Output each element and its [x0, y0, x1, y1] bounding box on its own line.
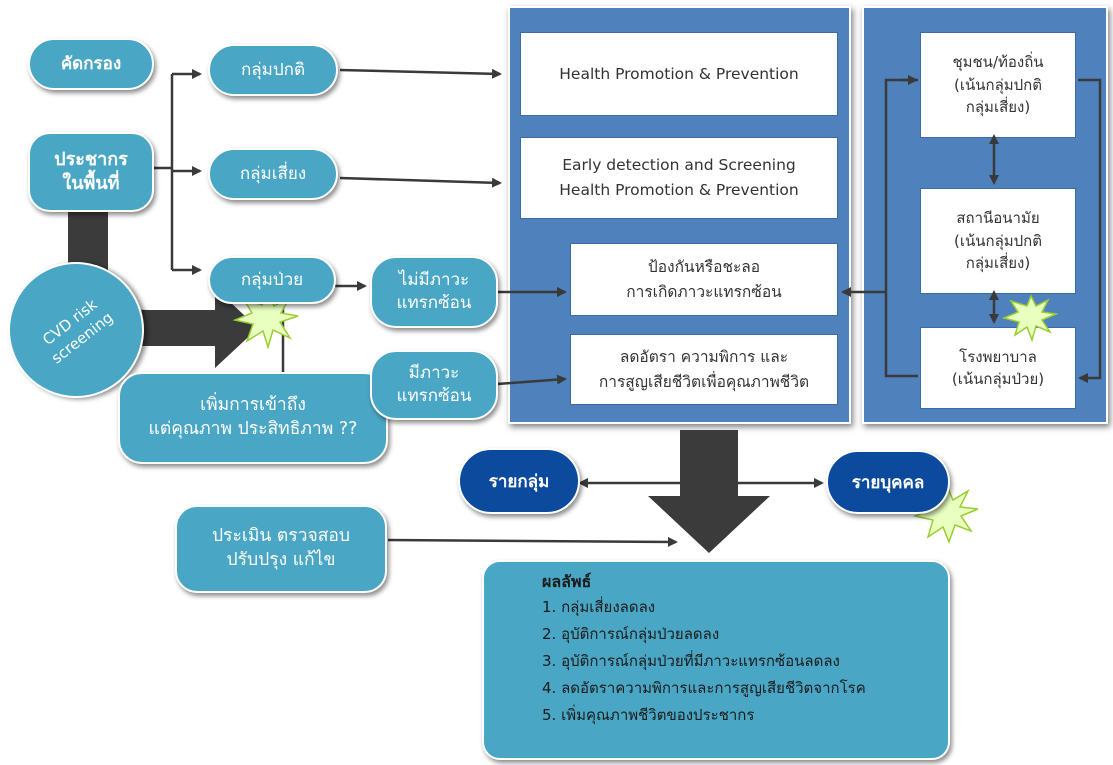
normal-group-pill: กลุ่มปกติ [208, 44, 338, 96]
settings-left-loop [884, 78, 918, 378]
community-box: ชุมชน/ท้องถิ่น (เน้นกลุ่มปกติ กลุ่มเสี่ย… [920, 32, 1076, 138]
health-promotion-box: Health Promotion & Prevention [520, 32, 838, 116]
normal-to-promotion-arrow [339, 68, 502, 79]
outcome-item: 1. กลุ่มเสี่ยงลดลง [542, 598, 656, 617]
comp-to-reduce-arrow [496, 374, 567, 386]
prevent-complication-box: ป้องกันหรือชะลอ การเกิดภาวะแทรกซ้อน [570, 243, 838, 316]
health-station-box: สถานีอนามัย (เน้นกลุ่มปกติ กลุ่มเสี่ยง) [920, 188, 1076, 294]
group-level-pill: รายกลุ่ม [458, 448, 580, 514]
outcome-box: ผลลัพธ์ 1. กลุ่มเสี่ยงลดลง 2. อุบัติการณ… [482, 560, 950, 760]
hospital-box: โรงพยาบาล (เน้นกลุ่มป่วย) [920, 327, 1076, 409]
sick-group-pill: กลุ่มป่วย [208, 256, 336, 304]
access-quality-pill: เพิ่มการเข้าถึง แต่คุณภาพ ประสิทธิภาพ ?? [118, 372, 388, 464]
outcome-item: 5. เพิ่มคุณภาพชีวิตของประชากร [542, 706, 755, 725]
outcome-title: ผลลัพธ์ [542, 572, 592, 591]
settings-right-loop [1078, 78, 1102, 383]
outcome-item: 2. อุบัติการณ์กลุ่มป่วยลดลง [542, 625, 720, 644]
screening-pill: คัดกรอง [28, 38, 154, 90]
outcome-item: 4. ลดอัตราความพิการและการสูญเสียชีวิตจาก… [542, 679, 866, 698]
individual-level-pill: รายบุคคล [826, 450, 950, 514]
evaluate-improve-pill: ประเมิน ตรวจสอบ ปรับปรุง แก้ไข [175, 505, 387, 593]
complication-pill: มีภาวะ แทรกซ้อน [370, 350, 498, 420]
reduce-disability-box: ลดอัตรา ความพิการ และ การสูญเสียชีวิตเพื… [570, 334, 838, 405]
risk-to-screening-arrow [339, 176, 502, 188]
outcome-item: 3. อุบัติการณ์กลุ่มป่วยที่มีภาวะแทรกซ้อน… [542, 652, 840, 671]
no-complication-pill: ไม่มีภาวะ แทรกซ้อน [370, 256, 498, 328]
evaluate-to-outcome-arrow [387, 536, 678, 547]
risk-group-pill: กลุ่มเสี่ยง [208, 148, 338, 200]
early-detection-box: Early detection and Screening Health Pro… [520, 137, 838, 219]
panel-to-outcome-big-arrow [648, 430, 770, 553]
starburst-icon [1001, 294, 1059, 343]
population-pill: ประชากร ในพื้นที่ [28, 132, 154, 212]
